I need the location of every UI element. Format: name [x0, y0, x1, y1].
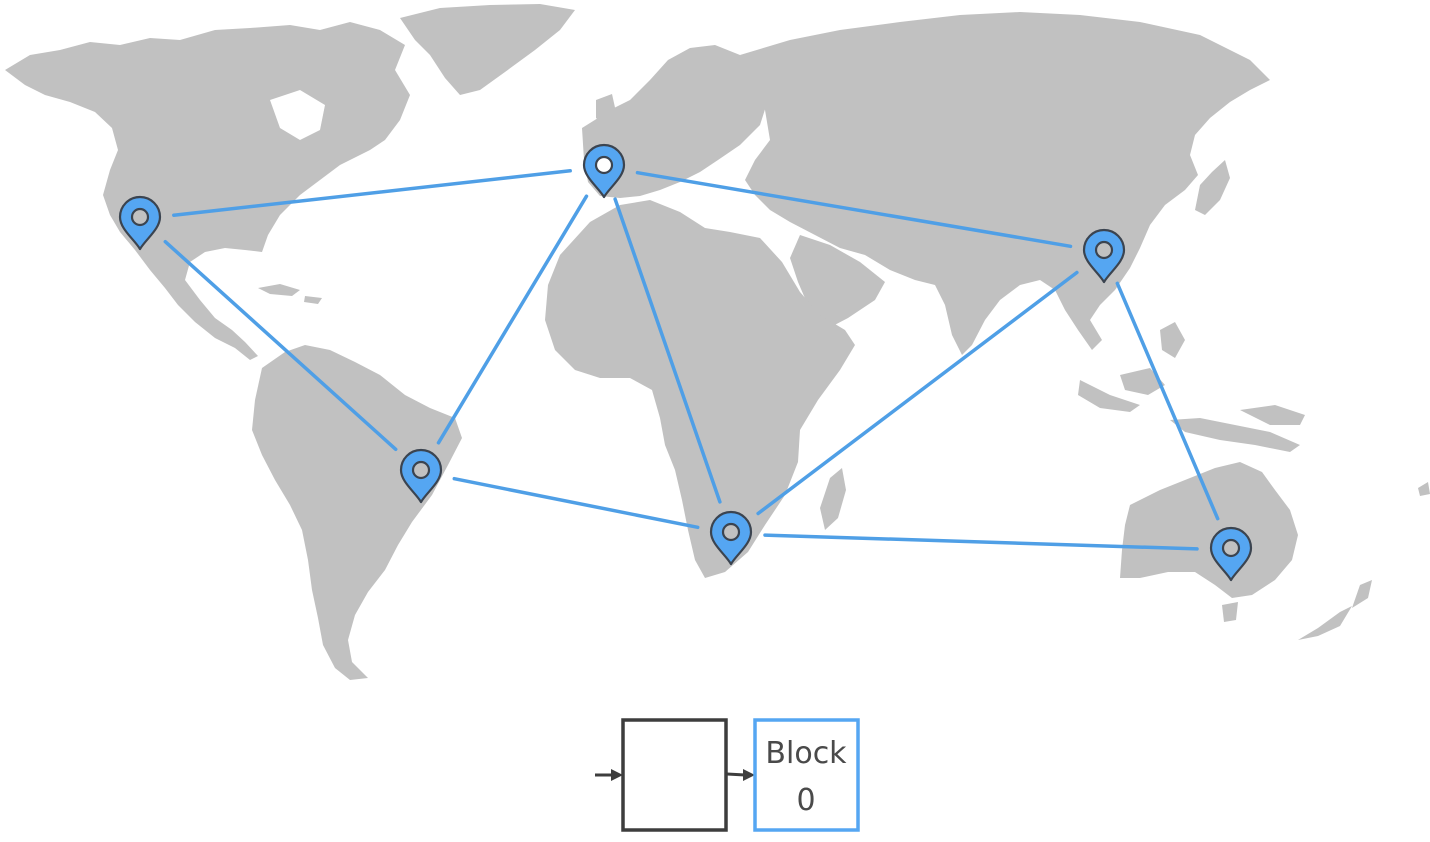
- connection-europe-southern-africa: [613, 197, 722, 504]
- link-arrow-head-icon: [743, 769, 755, 781]
- location-pin-icon[interactable]: [709, 510, 753, 566]
- location-pin-icon[interactable]: [1082, 228, 1126, 284]
- land-japan: [1195, 160, 1230, 215]
- block-chain: Block 0: [595, 718, 860, 832]
- location-pin-icon[interactable]: [582, 143, 626, 199]
- network-nodes: [118, 143, 1253, 582]
- link-arrow-line: [726, 772, 746, 777]
- block-zero: [753, 718, 860, 832]
- land-north-america: [5, 22, 410, 360]
- connection-east-asia-southern-africa: [756, 270, 1079, 516]
- land-madagascar: [820, 468, 846, 530]
- pin-dot: [721, 522, 741, 542]
- pin-dot: [1221, 538, 1241, 558]
- connection-south-america-southern-africa: [452, 476, 700, 530]
- connection-southern-africa-australia: [763, 533, 1199, 551]
- connection-north-america-south-america: [163, 239, 398, 452]
- land-new-zealand: [1298, 580, 1372, 640]
- land-south-america: [252, 345, 462, 680]
- connection-europe-south-america: [436, 194, 589, 445]
- connection-east-asia-australia: [1115, 281, 1220, 521]
- land-australia: [1120, 462, 1298, 598]
- network-connections: [163, 169, 1220, 551]
- pin-dot: [130, 207, 150, 227]
- block-label-line1: Block: [765, 736, 847, 771]
- land-arabia: [790, 235, 885, 330]
- connection-europe-east-asia: [635, 170, 1073, 249]
- connection-north-america-europe: [172, 169, 572, 217]
- location-pin-icon[interactable]: [118, 195, 162, 251]
- land-british-isles: [596, 94, 616, 126]
- land-asia: [740, 12, 1270, 355]
- land-africa: [545, 200, 855, 578]
- land-greenland: [400, 4, 575, 95]
- block-label-line2: 0: [796, 783, 815, 818]
- land-tasmania: [1222, 602, 1238, 622]
- block-empty: [621, 718, 728, 832]
- land-pacific-islands: [1418, 482, 1430, 496]
- input-arrow-head-icon: [611, 769, 623, 781]
- location-pin-icon[interactable]: [399, 448, 443, 504]
- location-pin-icon[interactable]: [1209, 526, 1253, 582]
- world-map: [5, 4, 1430, 680]
- land-indonesia: [1078, 322, 1305, 452]
- pin-dot: [1094, 240, 1114, 260]
- land-europe: [582, 45, 768, 198]
- pin-dot: [411, 460, 431, 480]
- pin-dot-active: [594, 155, 614, 175]
- land-caribbean: [258, 284, 322, 304]
